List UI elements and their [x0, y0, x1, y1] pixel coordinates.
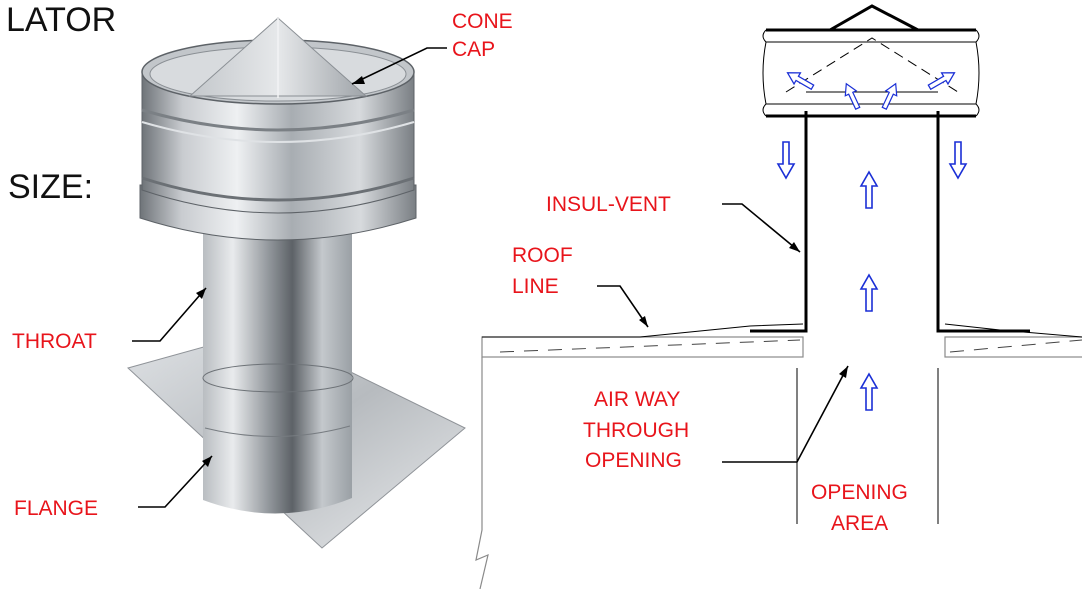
airway-leader	[722, 365, 849, 463]
cone-cap-label-line2: CAP	[452, 38, 495, 61]
cross-section-diagram	[475, 4, 1082, 589]
roof-line-label-line1: ROOF	[512, 244, 573, 267]
insul-vent-label: INSUL-VENT	[546, 193, 671, 216]
header-title-fragment: LATOR	[6, 1, 116, 39]
throat-label: THROAT	[12, 330, 97, 353]
airflow-arrow-up	[860, 274, 878, 312]
size-label: SIZE:	[8, 168, 93, 206]
roof-deck-left	[481, 336, 804, 358]
cone-cap-leader	[351, 47, 447, 85]
airway-label-line1: AIR WAY	[594, 388, 680, 411]
airflow-arrow-up	[860, 373, 878, 411]
roof-line-leader	[597, 285, 649, 328]
airflow-arrow-up	[860, 171, 878, 209]
insul-vent-leader	[722, 203, 801, 253]
airflow-arrow-down	[777, 141, 795, 179]
airflow-arrow-down	[949, 141, 967, 179]
throat-wall-right	[936, 111, 1030, 333]
airflow-arrow-curl	[878, 80, 902, 112]
cone-cap-label-line1: CONE	[452, 10, 513, 33]
roof-line-label-line2: LINE	[512, 275, 559, 298]
airflow-arrow-curl	[840, 80, 864, 112]
throat-wall-left	[750, 111, 808, 333]
throat-cylinder	[203, 212, 352, 514]
airway-label-line2: THROUGH	[583, 419, 689, 442]
ventilator-photo	[127, 17, 466, 549]
opening-area-label-line1: OPENING	[811, 481, 908, 504]
roof-deck-right	[944, 336, 1082, 358]
throat-leader	[132, 287, 207, 342]
flange-label: FLANGE	[14, 497, 98, 520]
airway-label-line3: OPENING	[585, 449, 682, 472]
opening-area-label-line2: AREA	[831, 512, 888, 535]
airflow-arrow-curl	[783, 66, 817, 94]
cap-housing	[762, 4, 980, 118]
flange-leader	[138, 455, 213, 508]
